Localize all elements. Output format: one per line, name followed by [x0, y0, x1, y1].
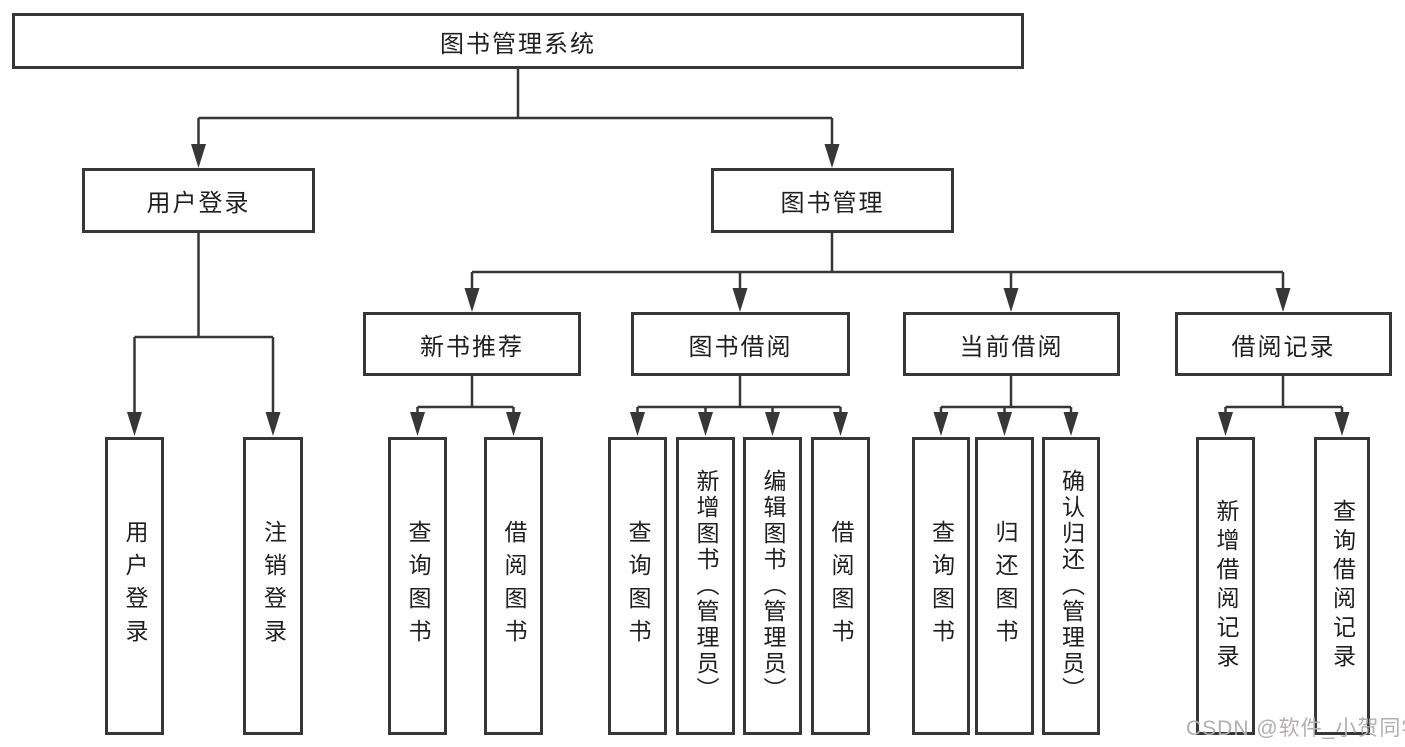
node-label: 当前借阅 — [959, 333, 1064, 361]
node-label: 图书管理 — [780, 190, 885, 217]
arrowheads-leaves — [127, 412, 1350, 436]
arrowheads-level2 — [191, 144, 840, 168]
leaf-add-borrow-record: 新增借阅记录 — [1196, 437, 1255, 735]
leaf-confirm-return-admin: 确认归还（管理员） — [1042, 437, 1100, 735]
leaf-query-books-borrowing: 查询图书 — [608, 437, 667, 735]
leaf-user-login: 用户登录 — [105, 437, 164, 735]
node-book-borrowing: 图书借阅 — [631, 312, 850, 376]
connector-user-login — [133, 233, 275, 414]
node-label: 新增借阅记录 — [1213, 499, 1239, 673]
leaf-logout: 注销登录 — [243, 437, 303, 735]
leaf-add-books-admin: 新增图书（管理员） — [676, 437, 735, 735]
node-label: 借阅记录 — [1231, 333, 1336, 361]
node-label: 新增图书（管理员） — [693, 469, 719, 703]
connector-book-management — [470, 233, 1285, 291]
leaf-borrow-books-borrowing: 借阅图书 — [811, 437, 870, 735]
connector-root — [197, 69, 834, 147]
leaf-query-books-recommend: 查询图书 — [388, 437, 447, 735]
node-label: 注销登录 — [260, 520, 287, 652]
node-label: 编辑图书（管理员） — [760, 469, 786, 703]
node-book-management: 图书管理 — [711, 168, 954, 233]
node-library-management-system: 图书管理系统 — [12, 13, 1024, 69]
node-label: 用户登录 — [122, 520, 148, 652]
node-label: 借阅图书 — [828, 520, 854, 652]
node-label: 查询图书 — [625, 520, 651, 652]
leaf-return-books: 归还图书 — [975, 437, 1034, 735]
node-label: 查询图书 — [928, 520, 955, 652]
node-label: 查询借阅记录 — [1329, 499, 1356, 673]
node-label: 用户登录 — [146, 190, 251, 217]
leaf-query-borrow-record: 查询借阅记录 — [1314, 437, 1370, 735]
node-user-login: 用户登录 — [82, 168, 315, 233]
node-label: 查询图书 — [405, 520, 431, 652]
connector-current-borrowing — [939, 376, 1073, 414]
node-label: 图书管理系统 — [440, 30, 596, 58]
node-label: 图书借阅 — [688, 333, 793, 361]
node-label: 归还图书 — [992, 520, 1018, 652]
node-label: 确认归还（管理员） — [1058, 469, 1085, 703]
leaf-edit-books-admin: 编辑图书（管理员） — [743, 437, 802, 735]
connector-borrowing-records — [1224, 376, 1344, 414]
node-new-book-recommend: 新书推荐 — [363, 312, 581, 376]
csdn-watermark: CSDN @软件_小贺同学 — [1186, 717, 1405, 740]
node-label: 新书推荐 — [420, 333, 524, 361]
connector-new-book-recommend — [416, 376, 515, 414]
leaf-query-books-current: 查询图书 — [912, 437, 970, 735]
node-current-borrowing: 当前借阅 — [903, 312, 1120, 376]
node-borrowing-records: 借阅记录 — [1175, 312, 1392, 376]
arrowheads-level3 — [464, 288, 1291, 312]
connector-book-borrowing — [636, 376, 842, 414]
node-label: 借阅图书 — [501, 520, 527, 652]
leaf-borrow-books-recommend: 借阅图书 — [484, 437, 543, 735]
